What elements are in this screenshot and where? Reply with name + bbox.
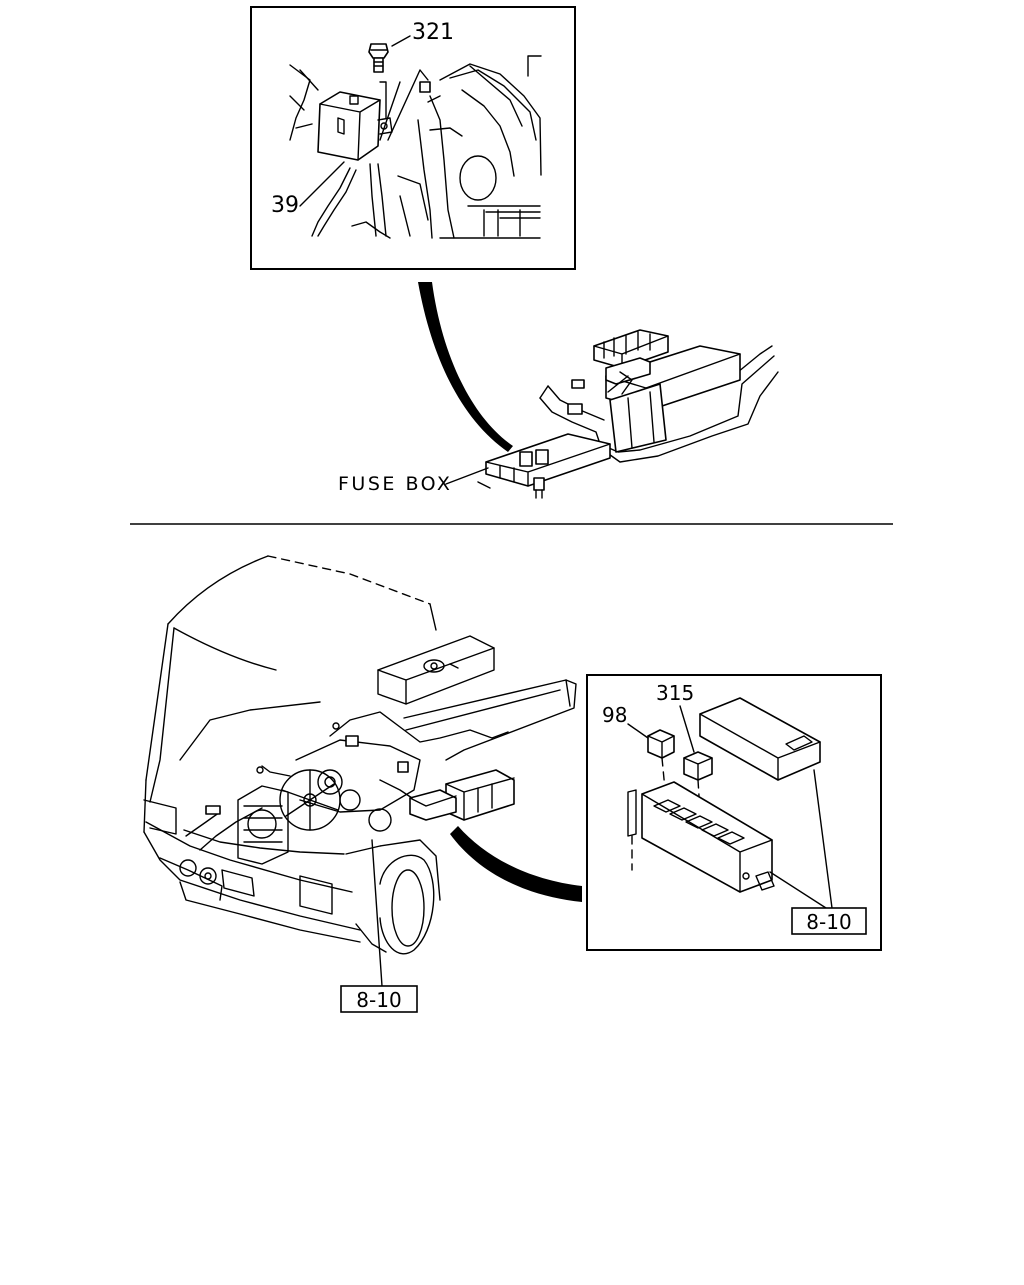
top-detail-callout: 321 39 [250, 6, 576, 270]
callout-connector-top [418, 282, 513, 452]
part-number-98: 98 [602, 703, 627, 727]
leader-fuse-box [445, 467, 489, 485]
fuse-box-frame-drawing [477, 329, 779, 499]
callout-ref-label: 8-10 [806, 910, 851, 934]
callout-connector-bottom [450, 826, 582, 902]
leader-vehicle-ref [371, 839, 383, 987]
vehicle-drawing [143, 555, 577, 955]
leader-98 [627, 723, 649, 739]
callout-ref-box [791, 907, 867, 935]
leader-base-ref [769, 871, 827, 909]
part-number-315: 315 [656, 681, 694, 705]
relay-39-drawing [317, 81, 393, 161]
leader-321 [391, 35, 411, 47]
relay-98-drawing [647, 729, 675, 759]
vehicle-ref-label: 8-10 [356, 988, 401, 1012]
leader-39 [299, 161, 345, 207]
fuse-box-label: FUSE BOX [338, 473, 452, 495]
vehicle-ref-box [340, 985, 418, 1013]
leader-cover-ref [813, 769, 833, 909]
part-number-321: 321 [412, 20, 454, 45]
part-number-39: 39 [271, 193, 299, 218]
fuse-box-base-drawing [627, 781, 775, 893]
relay-315-drawing [683, 751, 713, 781]
fuse-box-cover-drawing [699, 697, 821, 781]
dash-panel-drawing [289, 63, 542, 239]
leader-315 [679, 705, 695, 753]
bolt-321-drawing [368, 43, 389, 73]
bottom-detail-callout: 98 315 8-10 [586, 674, 882, 951]
